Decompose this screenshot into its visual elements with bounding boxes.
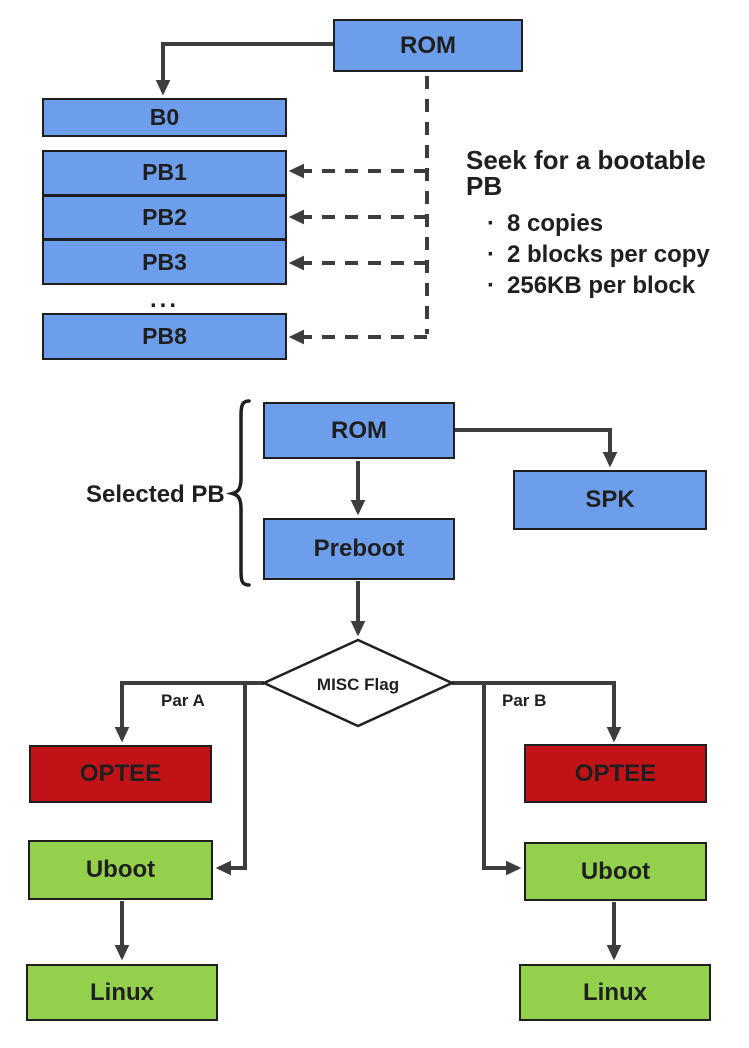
par-b-branch-to-optee-arrow xyxy=(452,681,622,743)
rom-box-selected: ROM xyxy=(263,402,455,459)
linux-box-left: Linux xyxy=(26,964,218,1021)
pb2-row: PB2 xyxy=(44,193,285,239)
misc-flag-label: MISC Flag xyxy=(316,675,400,694)
pb-stack: PB1 PB2 PB3 xyxy=(42,150,287,285)
seek-note-bullet-1-text: 8 copies xyxy=(507,210,604,237)
b0-box: B0 xyxy=(42,98,287,137)
seek-note-bullet-2: · 2 blocks per copy xyxy=(466,239,749,270)
pb8-box: PB8 xyxy=(42,313,287,360)
seek-note-title: Seek for a bootable PB xyxy=(466,145,706,201)
uboot-box-left: Uboot xyxy=(28,840,213,900)
bullet-dot-icon: · xyxy=(487,210,495,237)
bullet-dot-icon: · xyxy=(487,241,495,268)
rom-to-spk-arrow xyxy=(455,428,618,468)
pb-ellipsis: ... xyxy=(149,286,179,313)
uboot-box-right: Uboot xyxy=(524,842,707,901)
bullet-dot-icon: · xyxy=(487,272,495,299)
seek-note-bullet-3-text: 256KB per block xyxy=(507,272,696,299)
rom-box-top: ROM xyxy=(333,19,523,72)
preboot-box: Preboot xyxy=(263,518,455,580)
par-a-branch-to-optee-arrow xyxy=(114,681,264,743)
par-b-label: Par B xyxy=(502,691,547,710)
pb1-row: PB1 xyxy=(142,159,187,186)
selected-pb-label: Selected PB xyxy=(86,481,225,508)
seek-note: Seek for a bootable PB · 8 copies · 2 bl… xyxy=(466,147,749,301)
misc-flag-diamond xyxy=(260,638,456,728)
par-a-drop-to-uboot-arrow xyxy=(215,683,247,876)
par-a-label: Par A xyxy=(161,691,205,710)
pb3-row: PB3 xyxy=(44,238,285,283)
rom-to-b0-arrow xyxy=(155,42,333,96)
selected-pb-brace xyxy=(225,399,251,587)
seek-note-bullet-2-text: 2 blocks per copy xyxy=(507,241,710,268)
seek-note-bullet-3: · 256KB per block xyxy=(466,270,749,301)
par-b-drop-to-uboot-arrow xyxy=(482,683,522,876)
spk-box: SPK xyxy=(513,470,707,530)
seek-note-bullet-1: · 8 copies xyxy=(466,208,749,239)
optee-box-right: OPTEE xyxy=(524,744,707,803)
optee-box-left: OPTEE xyxy=(29,745,212,803)
linux-box-right: Linux xyxy=(519,964,711,1021)
